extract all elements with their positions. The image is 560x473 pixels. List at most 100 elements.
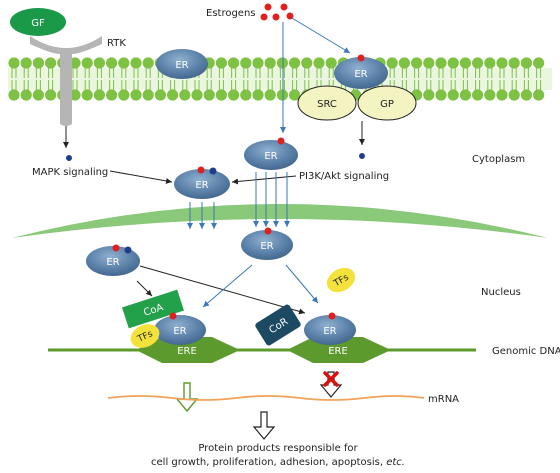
bound-estrogen xyxy=(112,244,120,252)
lipid-head xyxy=(20,57,32,69)
bound-estrogen xyxy=(264,227,272,235)
phosphorylated-er xyxy=(174,169,230,199)
er-label: ER xyxy=(323,326,336,337)
phospho-dot xyxy=(359,153,365,159)
nucleus-label: Nucleus xyxy=(481,287,521,298)
lipid-head xyxy=(325,57,337,69)
lipid-head xyxy=(20,89,32,101)
lipid-head xyxy=(118,89,130,101)
estrogen-molecules xyxy=(260,3,294,21)
lipid-head xyxy=(386,57,398,69)
lipid-head xyxy=(45,57,57,69)
mapk-label: MAPK signaling xyxy=(32,167,108,178)
lipid-head xyxy=(130,89,142,101)
protein-caption-line1: Protein products responsible for xyxy=(198,443,358,454)
lipid-head xyxy=(459,57,471,69)
mrna-strand xyxy=(107,395,425,401)
lipid-head xyxy=(69,89,81,101)
lipid-head xyxy=(533,89,545,101)
er-label: ER xyxy=(106,257,119,268)
lipid-head xyxy=(264,57,276,69)
lipid-head xyxy=(411,57,423,69)
protein-caption-line2: cell growth, proliferation, adhesion, ap… xyxy=(151,457,405,468)
er-label: ER xyxy=(354,69,367,80)
bound-estrogen xyxy=(328,312,336,320)
lipid-head xyxy=(533,57,545,69)
lipid-head xyxy=(106,57,118,69)
lipid-head xyxy=(496,89,508,101)
lipid-head xyxy=(423,89,435,101)
bound-estrogen xyxy=(357,54,365,62)
lipid-head xyxy=(228,89,240,101)
lipid-head xyxy=(459,89,471,101)
gf-ligand xyxy=(10,8,66,36)
lipid-head xyxy=(203,89,215,101)
lipid-head xyxy=(508,89,520,101)
lipid-head xyxy=(45,89,57,101)
lipid-head xyxy=(142,89,154,101)
transcription-arrow xyxy=(175,382,199,413)
lipid-head xyxy=(69,57,81,69)
tfs-floating xyxy=(326,267,356,293)
rtk-label: RTK xyxy=(107,38,126,49)
lipid-head xyxy=(93,57,105,69)
er-label: ER xyxy=(173,326,186,337)
arrow-pi3k-to-er xyxy=(231,175,297,185)
lipid-head xyxy=(142,57,154,69)
lipid-head xyxy=(93,89,105,101)
lipid-head xyxy=(81,89,93,101)
lipid-head xyxy=(154,89,166,101)
cell-membrane xyxy=(8,57,552,101)
er-on-ere-left xyxy=(154,315,206,345)
lipid-head xyxy=(106,89,118,101)
lipid-head xyxy=(289,57,301,69)
lipid-head xyxy=(301,57,313,69)
lipid-head xyxy=(313,57,325,69)
lipid-head xyxy=(276,57,288,69)
lipid-head xyxy=(240,89,252,101)
ere-right xyxy=(287,337,391,363)
er-label: ER xyxy=(264,151,277,162)
phospho-dot xyxy=(209,167,217,175)
cytoplasm-er-bound xyxy=(244,140,298,170)
nuclear-envelope xyxy=(12,204,548,238)
gp-protein xyxy=(357,85,417,121)
lipid-head xyxy=(289,89,301,101)
lipid-head xyxy=(435,89,447,101)
lipid-head xyxy=(435,57,447,69)
membrane-er-right xyxy=(334,57,388,89)
arrow-left-er-down xyxy=(136,280,153,297)
lipid-head xyxy=(472,89,484,101)
cytoplasm-label: Cytoplasm xyxy=(472,154,525,165)
lipid-head xyxy=(508,57,520,69)
protein-caption-etc: etc. xyxy=(386,457,405,468)
er-on-ere-right xyxy=(304,315,356,345)
translocation-arrows-middle xyxy=(253,172,290,227)
lipid-head xyxy=(484,57,496,69)
bound-estrogen xyxy=(277,137,285,145)
translation-arrow xyxy=(252,411,276,440)
lipid-head xyxy=(276,89,288,101)
lipid-head xyxy=(264,89,276,101)
cor-corepressor xyxy=(255,304,301,346)
phospho-dot xyxy=(66,155,72,161)
src-protein xyxy=(297,85,357,121)
lipid-head xyxy=(520,57,533,69)
gp-label: GP xyxy=(380,99,394,110)
lipid-head xyxy=(118,57,130,69)
translocation-arrows-left xyxy=(187,202,217,229)
lipid-head xyxy=(8,57,20,69)
gf-label: GF xyxy=(31,18,45,29)
arrow-left-er-to-cor xyxy=(139,265,306,315)
arrow-middle-er-to-right-complex xyxy=(285,264,319,304)
lipid-head xyxy=(32,89,45,101)
lipid-head xyxy=(191,89,203,101)
lipid-head xyxy=(228,57,240,69)
nuclear-er-middle xyxy=(241,230,293,260)
ere-label: ERE xyxy=(177,346,197,357)
lipid-head xyxy=(32,57,45,69)
lipid-head xyxy=(447,89,459,101)
genomic-dna-label: Genomic DNA xyxy=(492,346,560,357)
